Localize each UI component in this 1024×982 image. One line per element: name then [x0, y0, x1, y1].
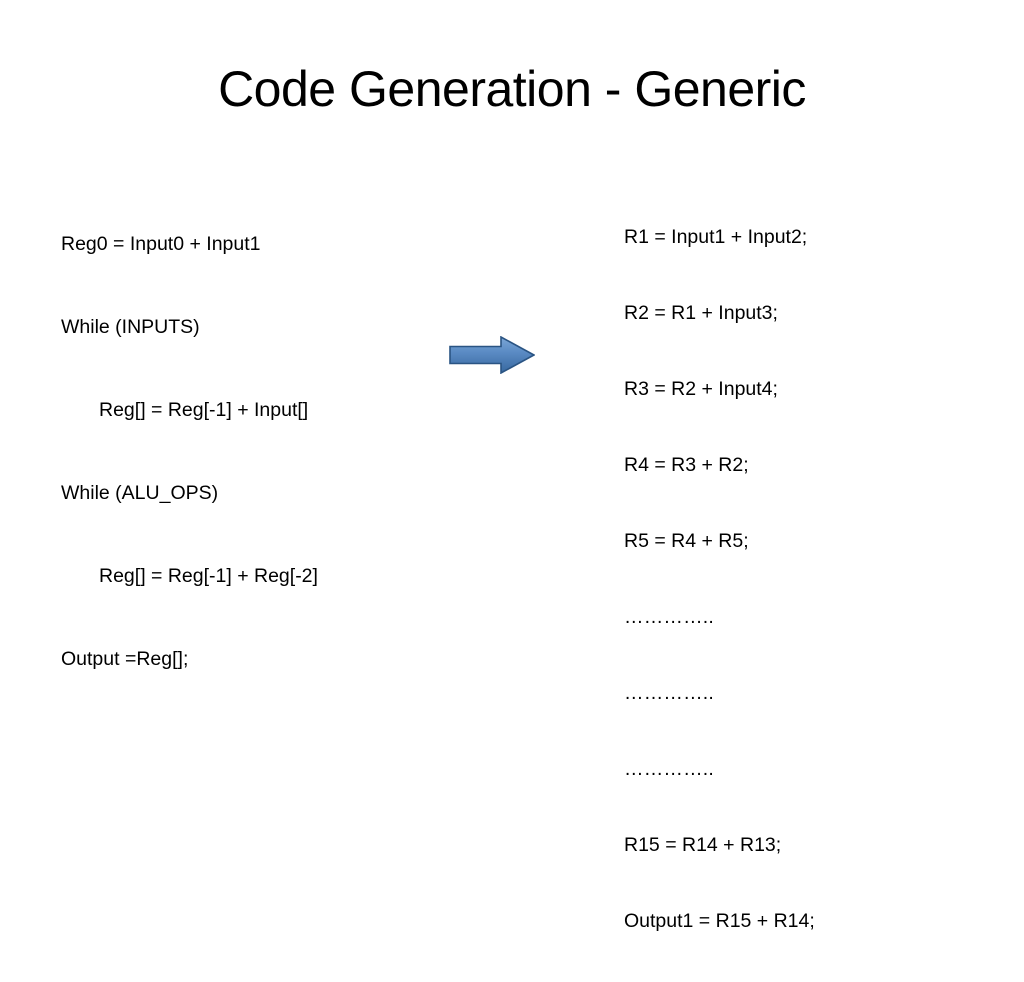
- code-line: R2 = R1 + Input3;: [624, 302, 778, 324]
- code-line: R15 = R14 + R13;: [624, 834, 782, 856]
- code-line: R4 = R3 + R2;: [624, 454, 749, 476]
- right-code-block: R1 = Input1 + Input2; R2 = R1 + Input3; …: [624, 176, 815, 982]
- code-line: Output =Reg[];: [61, 648, 189, 670]
- code-line: While (INPUTS): [61, 316, 200, 338]
- left-code-block: Reg0 = Input0 + Input1 While (INPUTS) Re…: [61, 180, 318, 724]
- code-line: Reg0 = Input0 + Input1: [61, 233, 261, 255]
- code-line: R1 = Input1 + Input2;: [624, 226, 808, 248]
- code-line: R5 = R4 + R5;: [624, 530, 749, 552]
- code-line: Output1 = R15 + R14;: [624, 910, 815, 932]
- code-line: R3 = R2 + Input4;: [624, 378, 778, 400]
- code-line-ellipsis: …………..: [624, 758, 715, 780]
- code-line: While (ALU_OPS): [61, 482, 219, 504]
- code-line-ellipsis: …………..: [624, 682, 715, 704]
- code-line: Reg[] = Reg[-1] + Reg[-2]: [99, 565, 318, 587]
- code-line: Reg[] = Reg[-1] + Input[]: [99, 399, 309, 421]
- page-title: Code Generation - Generic: [218, 61, 806, 117]
- code-line-ellipsis: …………..: [624, 606, 715, 628]
- right-arrow-icon: [449, 336, 535, 374]
- slide-canvas: Code Generation - Generic Reg0 = Input0 …: [61, 61, 815, 932]
